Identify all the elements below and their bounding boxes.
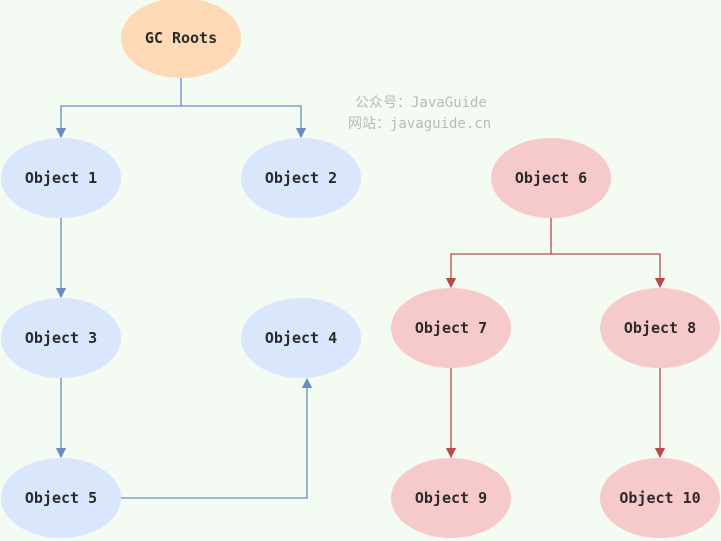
node-object9-label: Object 9 [415, 489, 487, 507]
node-object8: Object 8 [600, 288, 720, 368]
node-object4-label: Object 4 [265, 329, 337, 347]
edge-gcroots-object2 [181, 105, 307, 139]
watermark-line1: 公众号：JavaGuide [355, 95, 487, 111]
node-gc-roots: GC Roots [121, 0, 241, 78]
node-object4: Object 4 [241, 298, 361, 378]
node-object7-label: Object 7 [415, 319, 487, 337]
node-object10: Object 10 [600, 458, 720, 538]
node-object9: Object 9 [391, 458, 511, 538]
edge-object6-object7 [445, 218, 552, 289]
node-object2-label: Object 2 [265, 169, 337, 187]
node-object8-label: Object 8 [624, 319, 696, 337]
node-object7: Object 7 [391, 288, 511, 368]
node-object3-label: Object 3 [25, 329, 97, 347]
node-object10-label: Object 10 [619, 489, 700, 507]
node-object1: Object 1 [1, 138, 121, 218]
watermark-line2: 网站：javaguide.cn [348, 116, 491, 132]
node-object2: Object 2 [241, 138, 361, 218]
edge-object6-object8 [551, 253, 666, 289]
edge-gcroots-object1 [55, 78, 182, 139]
node-object3: Object 3 [1, 298, 121, 378]
unreachable-edges [445, 218, 666, 459]
node-object6-label: Object 6 [515, 169, 587, 187]
edge-object5-object4 [121, 377, 313, 499]
node-gc-roots-label: GC Roots [145, 29, 217, 47]
reachable-edges [55, 78, 313, 499]
node-object6: Object 6 [491, 138, 611, 218]
node-object1-label: Object 1 [25, 169, 97, 187]
node-object5-label: Object 5 [25, 489, 97, 507]
node-object5: Object 5 [1, 458, 121, 538]
